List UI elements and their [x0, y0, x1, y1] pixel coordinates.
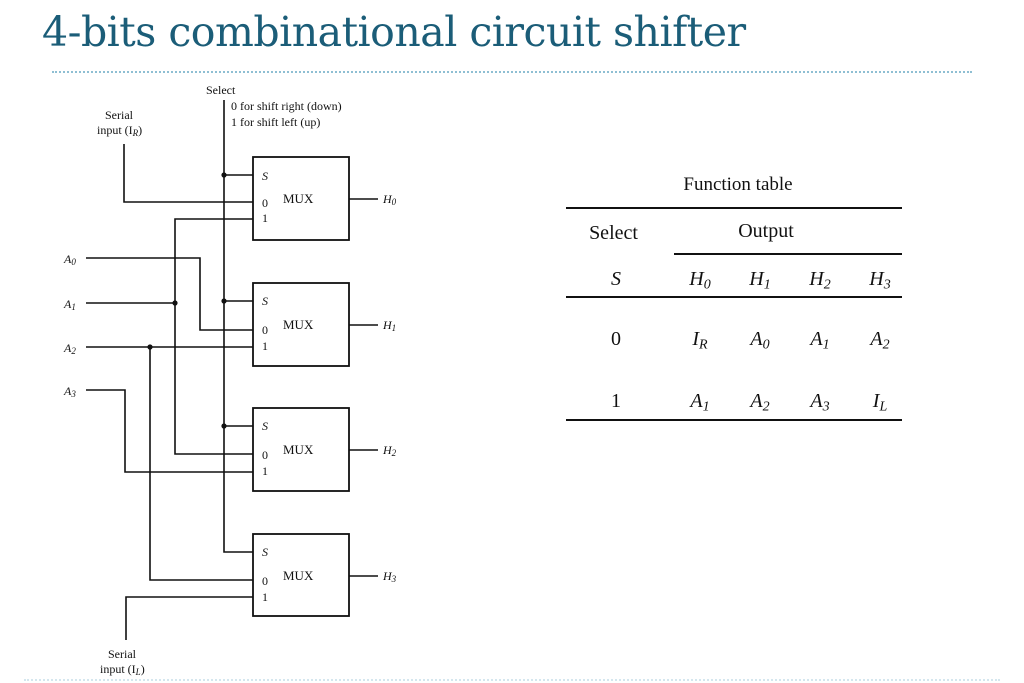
- junction-dot: [221, 298, 227, 304]
- input-label-a3: A3: [63, 384, 76, 399]
- mux-pin-1: 1: [262, 339, 268, 353]
- output-label-h0: H0: [382, 192, 397, 207]
- mux-pin-s: S: [262, 419, 268, 433]
- mux-pin-s: S: [262, 169, 268, 183]
- function-table: Function table Select Output S H0 H1 H2 H3 0…: [566, 170, 902, 421]
- output-header-rule: [674, 253, 902, 255]
- mux-box: [252, 282, 350, 367]
- serial-input-right-wire: [123, 144, 253, 203]
- mux-pin-1: 1: [262, 211, 268, 225]
- select-bus-wire: [223, 100, 253, 553]
- mux-h0: S 0 1 MUX H0: [252, 156, 397, 241]
- column-header: H3: [869, 268, 891, 293]
- table-cell: A0: [750, 328, 770, 353]
- mux-box: [252, 533, 350, 617]
- column-header: H1: [749, 268, 771, 293]
- output-label-h3: H3: [382, 569, 397, 584]
- a1-branch-wire: [174, 218, 253, 455]
- mux-h3: S 0 1 MUX H3: [252, 533, 397, 617]
- shifter-circuit-diagram: Select 0 for shift right (down) 1 for sh…: [63, 83, 397, 677]
- output-label-h2: H2: [382, 443, 397, 458]
- select-note-shift-right: 0 for shift right (down): [231, 99, 342, 113]
- table-cell: A2: [750, 390, 770, 415]
- a0-wire: [86, 257, 253, 331]
- select-label: Select: [206, 83, 236, 97]
- footer-divider: [24, 679, 1000, 681]
- mux-label: MUX: [283, 568, 314, 583]
- mux-box: [252, 156, 350, 241]
- column-header: H0: [689, 268, 711, 293]
- serial-input-right-label-line1: Serial: [105, 108, 134, 122]
- serial-input-right-label-line2: input (IR): [97, 123, 142, 138]
- mux-label: MUX: [283, 191, 314, 206]
- table-cell: 0: [611, 328, 621, 350]
- input-label-a1: A1: [63, 297, 76, 312]
- junction-dot: [221, 172, 227, 178]
- table-cell: 1: [611, 390, 621, 412]
- mux-box: [252, 407, 350, 492]
- junction-dot: [147, 344, 153, 350]
- column-header: S: [611, 268, 621, 290]
- table-cell: IL: [872, 390, 888, 415]
- mux-label: MUX: [283, 442, 314, 457]
- mux-pin-0: 0: [262, 323, 268, 337]
- title-divider: [52, 71, 972, 73]
- serial-input-left-wire: [125, 596, 253, 640]
- serial-input-left-label-line2: input (IL): [100, 662, 145, 677]
- table-cell: A1: [810, 328, 830, 353]
- function-table-title: Function table: [683, 174, 793, 195]
- table-bottom-rule: [566, 419, 902, 421]
- mux-pin-0: 0: [262, 448, 268, 462]
- a3-wire: [86, 389, 253, 473]
- junction-dot: [172, 300, 178, 306]
- header-output: Output: [738, 220, 794, 242]
- mux-label: MUX: [283, 317, 314, 332]
- table-top-rule: [566, 207, 902, 209]
- output-label-h1: H1: [382, 318, 396, 333]
- mux-pin-1: 1: [262, 464, 268, 478]
- mux-pin-s: S: [262, 294, 268, 308]
- column-header: H2: [809, 268, 831, 293]
- mux-pin-0: 0: [262, 574, 268, 588]
- table-cell: A1: [690, 390, 710, 415]
- header-select: Select: [589, 222, 638, 244]
- mux-h2: S 0 1 MUX H2: [252, 407, 397, 492]
- serial-input-left-label-line1: Serial: [108, 647, 137, 661]
- select-note-shift-left: 1 for shift left (up): [231, 115, 320, 129]
- input-label-a0: A0: [63, 252, 76, 267]
- table-cell: A3: [810, 390, 830, 415]
- a2-branch-wire: [149, 347, 253, 581]
- table-cell: IR: [692, 328, 708, 353]
- mux-h1: S 0 1 MUX H1: [252, 282, 396, 367]
- table-cell: A2: [870, 328, 890, 353]
- slide-title: 4-bits combinational circuit shifter: [42, 8, 746, 56]
- mux-pin-0: 0: [262, 196, 268, 210]
- mux-pin-s: S: [262, 545, 268, 559]
- junction-dot: [221, 423, 227, 429]
- mux-pin-1: 1: [262, 590, 268, 604]
- input-label-a2: A2: [63, 341, 76, 356]
- table-header-rule: [566, 296, 902, 298]
